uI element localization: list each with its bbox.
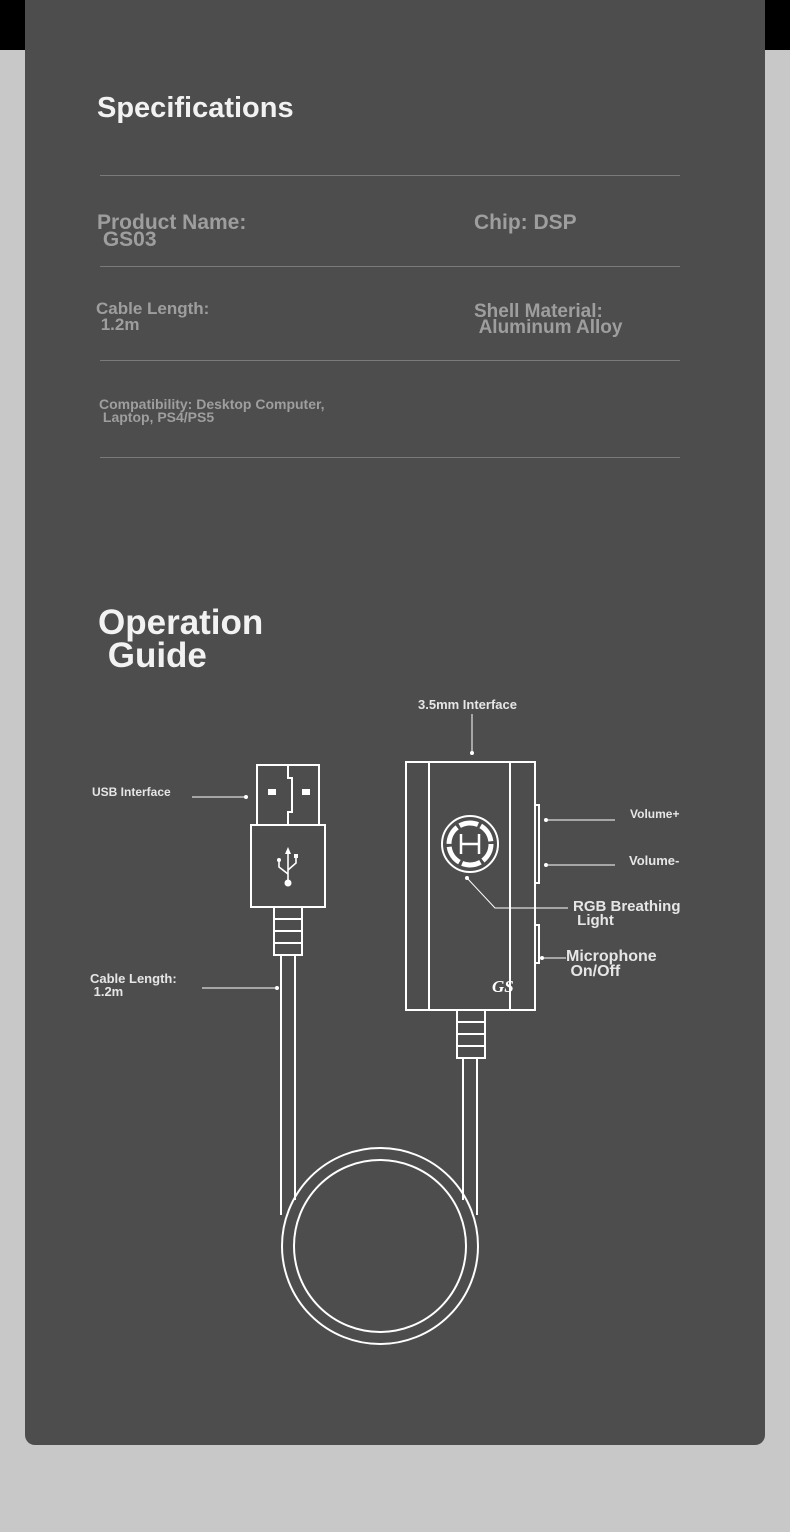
divider xyxy=(100,266,680,267)
cable xyxy=(280,955,479,1345)
usb-plug xyxy=(250,764,326,908)
usb-icon xyxy=(277,847,298,887)
usb-strain-relief xyxy=(273,906,303,956)
rgb-light-icon xyxy=(441,815,499,873)
label-35mm-interface: 3.5mm Interface xyxy=(418,697,517,712)
specifications-title: Specifications xyxy=(97,92,294,124)
callout-dots xyxy=(244,751,548,990)
adapter-strain-relief xyxy=(456,1009,486,1059)
spec-compatibility: Compatibility: Desktop Computer, Laptop,… xyxy=(99,396,325,425)
label-microphone-toggle: Microphone On/Off xyxy=(566,948,657,980)
label-rgb-breathing-light: RGB Breathing Light xyxy=(573,898,681,929)
operation-guide-title: Operation Guide xyxy=(98,603,264,675)
product-info-card xyxy=(25,0,765,1445)
divider xyxy=(100,360,680,361)
spec-product-name: Product Name: GS03 xyxy=(97,211,247,251)
divider xyxy=(100,175,680,176)
callout-lines xyxy=(192,714,615,989)
spec-shell-material: Shell Material: Aluminum Alloy xyxy=(474,301,623,338)
divider xyxy=(100,457,680,458)
adapter-body xyxy=(405,761,540,1011)
spec-cable-length: Cable Length: 1.2m xyxy=(96,299,210,334)
label-volume-down: Volume- xyxy=(629,853,680,868)
brand-mark: GS xyxy=(492,977,514,996)
label-volume-up: Volume+ xyxy=(630,807,680,821)
label-cable-length: Cable Length: 1.2m xyxy=(90,971,177,999)
spec-chip: Chip: DSP xyxy=(474,211,577,234)
label-usb-interface: USB Interface xyxy=(92,785,171,799)
